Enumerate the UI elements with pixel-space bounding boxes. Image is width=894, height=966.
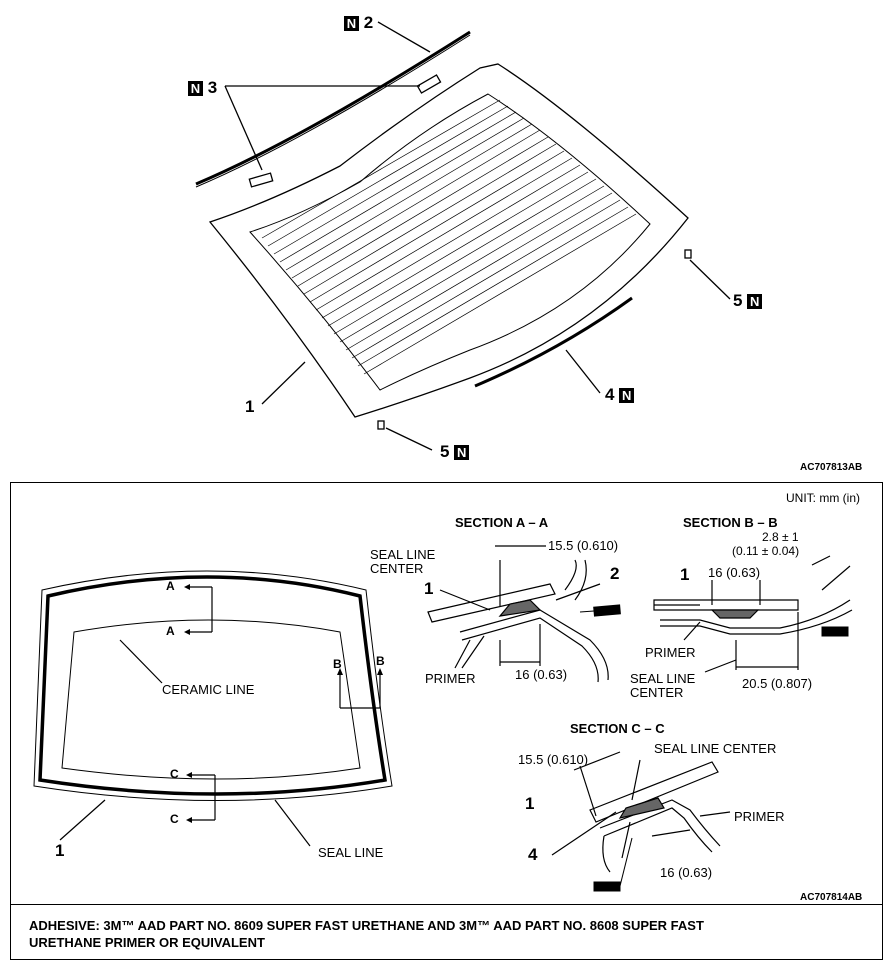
section-cc-callout-1: 1 [525, 794, 535, 813]
section-bb-seal-center-line1: SEAL LINE [630, 671, 696, 686]
section-aa-primer: PRIMER [425, 671, 476, 686]
section-cc-primer: PRIMER [734, 809, 785, 824]
adhesive-note: ADHESIVE: 3M™ AAD PART NO. 8609 SUPER FA… [10, 904, 883, 960]
adhesive-note-line1: ADHESIVE: 3M™ AAD PART NO. 8609 SUPER FA… [29, 918, 704, 933]
section-cc-dim-bottom: 16 (0.63) [660, 865, 713, 880]
callout-5-right: 5 N [733, 292, 763, 310]
section-aa-seal-center-line1: SEAL LINE [370, 547, 436, 562]
section-bb-primer: PRIMER [645, 645, 696, 660]
callout-1: 1 [245, 397, 255, 416]
arrow-label-b-right: B [376, 654, 385, 668]
spacer-left [248, 172, 274, 188]
lower-molding [474, 296, 633, 388]
figure-code-upper: AC707813AB [800, 462, 863, 473]
section-aa-seal-center-line2: CENTER [370, 561, 424, 576]
section-aa-title: SECTION A – A [455, 515, 549, 530]
new-part-badge: N [344, 16, 359, 32]
section-aa-callout-2: 2 [610, 564, 620, 583]
arrow-label-c-bottom: C [170, 812, 179, 826]
new-part-badge: N [188, 81, 203, 97]
arrow-label-a-top: A [166, 579, 175, 593]
section-bb-seal-center-line2: CENTER [630, 685, 684, 700]
section-bb-dim-bottom: 20.5 (0.807) [742, 676, 813, 691]
section-bb-callout-1: 1 [680, 565, 690, 584]
exploded-view-drawing [195, 21, 731, 451]
callout-4: 4 N [605, 386, 635, 404]
section-cc-dim-top: 15.5 (0.610) [518, 752, 589, 767]
fastener-right [684, 249, 692, 259]
section-bb-gap-line1: 2.8 ± 1 [762, 530, 799, 544]
upper-molding [195, 30, 471, 186]
arrow-label-c-top: C [170, 767, 179, 781]
primer-gun-c [593, 881, 621, 892]
section-aa-dim-top: 15.5 (0.610) [548, 538, 619, 553]
section-aa-dim-bottom: 16 (0.63) [515, 667, 568, 682]
new-part-badge: N [454, 445, 470, 461]
section-bb-dim-top: 16 (0.63) [708, 565, 761, 580]
glass-callout: 1 [55, 841, 65, 860]
section-cc-callout-4: 4 [528, 845, 538, 864]
glass-front-outline [38, 575, 388, 796]
unit-text: UNIT: mm (in) [786, 491, 860, 505]
primer-gun-a [593, 604, 621, 617]
spacer-right [416, 74, 442, 94]
fastener-bottom [377, 420, 385, 430]
ceramic-line [61, 619, 361, 780]
figure-code-lower: AC707814AB [800, 892, 863, 903]
arrow-label-b-left: B [333, 657, 342, 671]
new-part-badge: N [619, 388, 635, 404]
rear-window-glass [208, 63, 689, 418]
adhesive-note-line2: URETHANE PRIMER OR EQUIVALENT [29, 935, 265, 950]
arrow-label-a-bottom: A [166, 624, 175, 638]
section-bb-gap-line2: (0.11 ± 0.04) [732, 544, 800, 558]
new-part-badge: N [747, 294, 763, 310]
seal-line-label: SEAL LINE [318, 845, 384, 860]
ceramic-line-label: CERAMIC LINE [162, 682, 255, 697]
callout-2: N 2 [344, 14, 373, 32]
primer-gun-b [821, 626, 849, 637]
section-cc-seal-center: SEAL LINE CENTER [654, 741, 777, 756]
section-bb-title: SECTION B – B [683, 515, 778, 530]
callout-5-bottom: 5 N [440, 443, 470, 461]
section-cc-title: SECTION C – C [570, 721, 665, 736]
section-aa-callout-1: 1 [424, 579, 434, 598]
callout-3: N 3 [188, 79, 217, 97]
